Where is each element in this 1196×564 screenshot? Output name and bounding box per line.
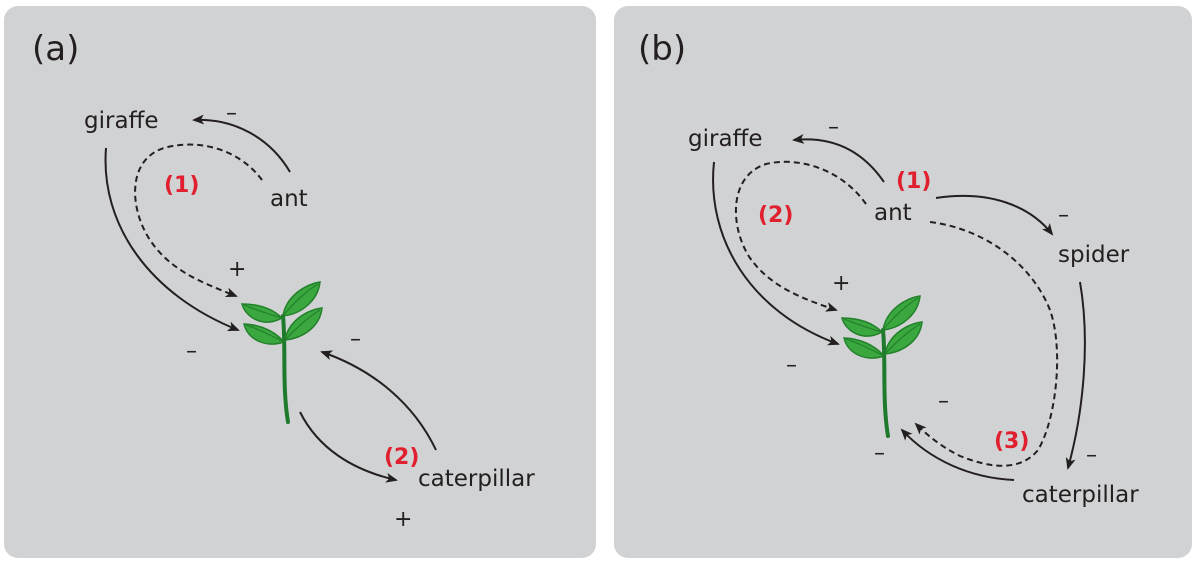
- sign-giraffe-to-plant: –: [786, 353, 797, 378]
- sign-indirect-caterpillar-plant: –: [938, 389, 949, 414]
- sign-giraffe-to-plant: –: [186, 339, 197, 364]
- loop-label-1: (1): [164, 173, 199, 198]
- loop-label-3: (3): [994, 429, 1029, 454]
- panel-a-background: [4, 6, 596, 558]
- arrow-plant-to-caterpillar: [299, 411, 398, 483]
- dashed-indirect-ant-to-plant: [914, 221, 1059, 467]
- species-giraffe: giraffe: [688, 126, 763, 152]
- panel-a-tag: (a): [32, 29, 79, 69]
- panel-b: (b) giraffe ant spider caterpillar – (1)…: [638, 29, 1139, 508]
- species-spider: spider: [1058, 242, 1130, 268]
- sign-ant-to-giraffe: –: [226, 101, 237, 126]
- sign-indirect-to-plant: +: [228, 257, 246, 282]
- arrow-ant-to-giraffe: [192, 114, 291, 173]
- arrow-ant-to-giraffe: [792, 133, 885, 183]
- arrow-giraffe-to-plant: [712, 161, 840, 346]
- sign-ant-to-spider: –: [1058, 203, 1069, 228]
- sign-spider-to-caterpillar: –: [1086, 443, 1097, 468]
- species-ant: ant: [270, 186, 308, 212]
- dashed-indirect-ant-to-plant: [134, 143, 263, 298]
- dashed-indirect-giraffe-plant: [734, 160, 867, 312]
- loop-label-2: (2): [758, 203, 793, 228]
- sign-caterpillar-to-plant: –: [350, 327, 361, 352]
- species-giraffe: giraffe: [84, 108, 159, 134]
- species-caterpillar: caterpillar: [418, 466, 535, 492]
- species-ant: ant: [874, 200, 912, 226]
- panel-b-background: [614, 6, 1192, 558]
- loop-label-1: (1): [896, 169, 931, 194]
- panel-b-tag: (b): [638, 29, 686, 69]
- arrow-giraffe-to-plant: [104, 147, 240, 331]
- arrow-ant-to-spider: [935, 194, 1054, 236]
- sign-indirect-to-plant: +: [832, 271, 850, 296]
- sign-ant-to-giraffe: –: [828, 115, 839, 140]
- arrow-caterpillar-to-plant: [320, 350, 437, 451]
- loop-label-2: (2): [384, 445, 419, 470]
- species-caterpillar: caterpillar: [1022, 482, 1139, 508]
- sign-plant-to-caterpillar: +: [394, 507, 412, 532]
- sign-caterpillar-to-plant: –: [874, 441, 885, 466]
- arrow-spider-to-caterpillar: [1065, 281, 1086, 470]
- arrow-caterpillar-to-plant: [900, 428, 1015, 481]
- panel-a: (a) giraffe ant caterpillar – – + (1) – …: [32, 29, 535, 532]
